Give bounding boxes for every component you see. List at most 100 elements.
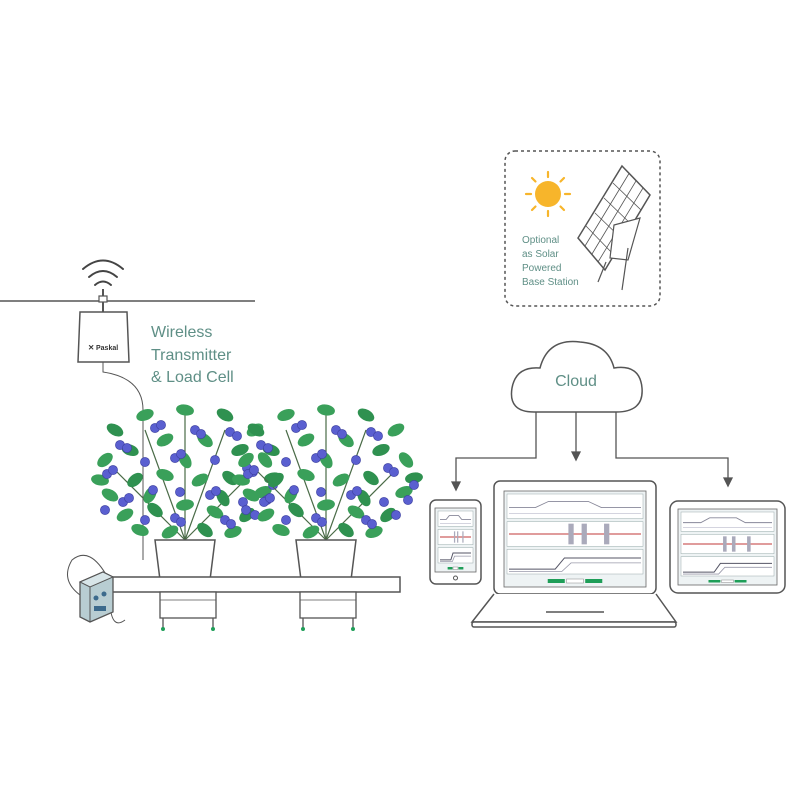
berry	[148, 485, 158, 495]
leaf	[365, 525, 383, 539]
transmitter-label-line: & Load Cell	[151, 369, 234, 386]
graph-bar	[581, 523, 587, 545]
leaf	[136, 408, 154, 422]
graph-line	[509, 557, 641, 570]
berry	[389, 467, 399, 477]
leaf	[277, 408, 295, 422]
leaf	[395, 485, 413, 499]
brand-logo: Paskal	[96, 345, 118, 352]
berry	[391, 510, 401, 520]
load-cell-stand	[299, 591, 357, 631]
leaf	[268, 472, 284, 488]
berry	[176, 449, 186, 459]
plant-pot	[154, 539, 216, 581]
leaf	[398, 452, 414, 468]
leaf	[131, 523, 149, 537]
graph-line	[683, 562, 772, 573]
berry	[100, 505, 110, 515]
cloud-icon	[510, 340, 643, 413]
leaf	[272, 523, 290, 537]
leaf	[242, 488, 260, 502]
leaf	[106, 423, 124, 437]
wifi-signal-icon	[82, 259, 124, 286]
leaf	[297, 433, 315, 447]
berry	[352, 486, 362, 496]
graph-panel	[506, 493, 644, 519]
graph-panel	[437, 510, 474, 527]
berry	[281, 515, 291, 525]
berry	[379, 497, 389, 507]
berry	[297, 420, 307, 430]
junction-box	[67, 555, 126, 624]
berry	[232, 431, 242, 441]
graph-panel	[506, 549, 644, 575]
graph-bar	[457, 531, 459, 543]
leaf	[405, 472, 423, 484]
solar-base-station-panel: Optional as Solar Powered Base Station	[504, 150, 661, 307]
leaf	[338, 522, 354, 538]
transmitter-label-line: Transmitter	[151, 347, 232, 364]
dashed-frame	[504, 150, 661, 307]
leaf	[127, 472, 143, 488]
leaf	[156, 468, 174, 482]
leaf	[176, 404, 194, 416]
tablet-device	[669, 500, 786, 594]
solar-label: Optional as Solar Powered Base Station	[522, 235, 579, 288]
berry	[249, 465, 259, 475]
leaf	[116, 508, 134, 522]
plant-stem	[184, 429, 226, 541]
berry	[281, 457, 291, 467]
cloud-node: Cloud	[510, 340, 643, 413]
leaf	[231, 443, 249, 457]
leaf	[224, 525, 242, 539]
graph-bar	[453, 531, 456, 543]
berry	[140, 457, 150, 467]
cloud-arrows	[450, 412, 734, 492]
graph-bar	[604, 523, 610, 545]
graph-bar	[747, 536, 751, 552]
berry	[241, 505, 251, 515]
berry	[263, 443, 273, 453]
growing-bench	[107, 576, 401, 631]
berry	[176, 517, 186, 527]
graph-line	[440, 552, 471, 561]
solar-label-line: as Solar	[522, 249, 559, 260]
berry	[140, 515, 150, 525]
leaf	[197, 522, 213, 538]
berry	[367, 519, 377, 529]
leaf	[176, 499, 194, 511]
leaf	[288, 502, 304, 518]
wireless-transmitter: ✕ Paskal Wireless Transmitter & Load Cel…	[0, 259, 255, 560]
leaf	[372, 443, 390, 457]
dashboard-button	[721, 579, 734, 583]
berry	[265, 493, 275, 503]
berry	[226, 519, 236, 529]
leaf	[216, 408, 234, 422]
dashboard-button	[585, 579, 603, 583]
transmitter-label-line: Wireless	[151, 324, 212, 341]
cloud-label: Cloud	[555, 373, 597, 390]
leaf	[257, 452, 273, 468]
leaf	[161, 525, 179, 539]
berry	[175, 487, 185, 497]
solar-label-line: Powered	[522, 263, 561, 274]
berry	[122, 443, 132, 453]
graph-panel	[437, 547, 474, 564]
dashboard-button	[452, 566, 459, 570]
leaf	[97, 452, 113, 468]
plant-pot	[295, 539, 357, 581]
load-cell-cable	[102, 362, 144, 560]
berry	[409, 480, 419, 490]
dashboard-button	[734, 580, 747, 583]
graph-bar	[731, 536, 736, 552]
plant-stem	[325, 469, 397, 541]
leaf	[206, 505, 224, 519]
leaf	[147, 502, 163, 518]
leaf	[380, 507, 396, 523]
leaf	[317, 404, 335, 416]
bench-tray	[107, 576, 401, 593]
laptop-device	[470, 480, 678, 628]
leaf	[332, 473, 350, 487]
dashboard-button	[447, 567, 453, 570]
